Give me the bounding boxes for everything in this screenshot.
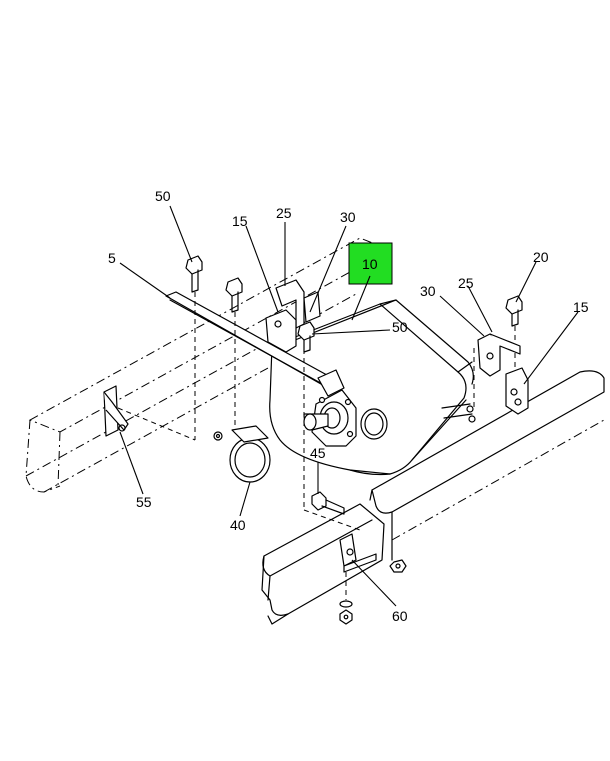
bracket-60 (339, 533, 377, 600)
bolt-50-mid (225, 277, 243, 430)
callout-50-right: 50 (392, 319, 408, 335)
callout-50-left: 50 (155, 188, 171, 204)
frame-rail-left (25, 237, 392, 493)
bolt-45 (311, 491, 345, 515)
callout-5: 5 (108, 250, 116, 266)
callout-25-right: 25 (458, 275, 474, 291)
bracket-55 (103, 385, 196, 441)
main-housing (269, 299, 476, 476)
callout-30-right: 30 (420, 283, 436, 299)
callout-60: 60 (392, 608, 408, 624)
callout-30-left: 30 (340, 209, 356, 225)
callout-15-right: 15 (573, 299, 589, 315)
nuts (339, 559, 407, 625)
callouts: 5 50 15 25 30 10 50 30 25 20 15 55 40 45… (108, 188, 589, 624)
callout-40: 40 (230, 517, 246, 533)
rod (165, 291, 345, 397)
callout-55: 55 (136, 494, 152, 510)
bracket-right (473, 333, 529, 415)
frame-rail-right (261, 370, 605, 625)
leader-lines (119, 205, 579, 607)
callout-45: 45 (310, 445, 326, 461)
callout-20: 20 (533, 249, 549, 265)
bolt-50-right (297, 321, 315, 353)
bolt-50-left (185, 255, 203, 440)
callout-10: 10 (362, 256, 378, 272)
highlight-box-10 (348, 242, 393, 285)
callout-25-left: 25 (276, 205, 292, 221)
clamp-40 (213, 425, 271, 483)
bolt-20 (505, 295, 523, 372)
callout-15-left: 15 (232, 213, 248, 229)
